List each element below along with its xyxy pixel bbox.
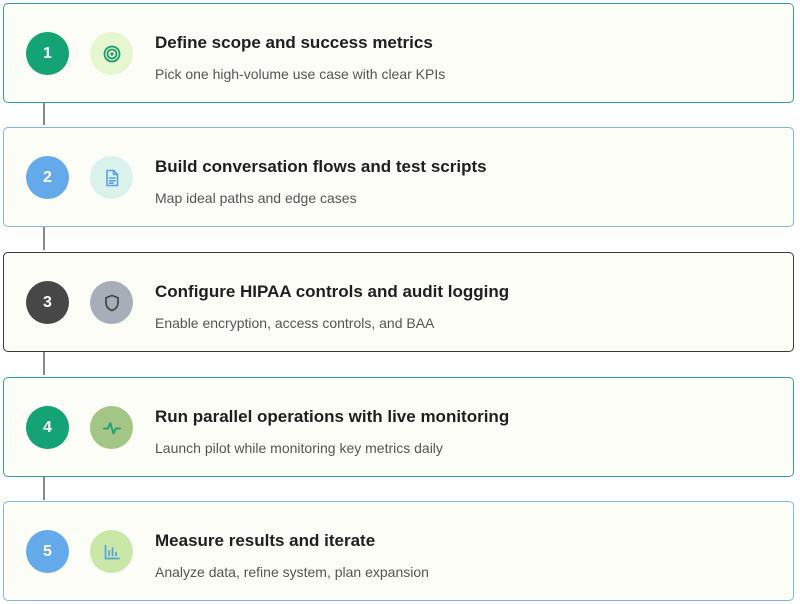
activity-pulse-icon: [90, 406, 133, 449]
step-card-4: 4 Run parallel operations with live moni…: [3, 377, 794, 477]
step-description: Launch pilot while monitoring key metric…: [155, 440, 443, 456]
step-title: Measure results and iterate: [155, 531, 376, 550]
step-number-badge: 5: [26, 530, 69, 573]
step-title: Run parallel operations with live monito…: [155, 407, 510, 426]
step-card-2: 2 Build conversation flows and test scri…: [3, 127, 794, 227]
step-description: Pick one high-volume use case with clear…: [155, 66, 446, 82]
step-title: Define scope and success metrics: [155, 33, 433, 52]
step-title: Build conversation flows and test script…: [155, 157, 487, 176]
document-icon: [90, 156, 133, 199]
step-card-3: 3 Configure HIPAA controls and audit log…: [3, 252, 794, 352]
step-description: Enable encryption, access controls, and …: [155, 315, 435, 331]
step-number-badge: 4: [26, 406, 69, 449]
step-connector: [43, 227, 45, 250]
step-card-5: 5 Measure results and iterate Analyze da…: [3, 501, 794, 601]
step-number-badge: 2: [26, 156, 69, 199]
target-icon: [90, 32, 133, 75]
step-number-badge: 3: [26, 281, 69, 324]
step-connector: [43, 352, 45, 375]
step-title: Configure HIPAA controls and audit loggi…: [155, 282, 510, 301]
step-description: Analyze data, refine system, plan expans…: [155, 564, 429, 580]
step-connector: [43, 477, 45, 500]
step-description: Map ideal paths and edge cases: [155, 190, 357, 206]
bar-chart-icon: [90, 530, 133, 573]
step-card-1: 1 Define scope and success metrics Pick …: [3, 3, 794, 103]
shield-icon: [90, 281, 133, 324]
step-connector: [43, 103, 45, 125]
step-number-badge: 1: [26, 32, 69, 75]
